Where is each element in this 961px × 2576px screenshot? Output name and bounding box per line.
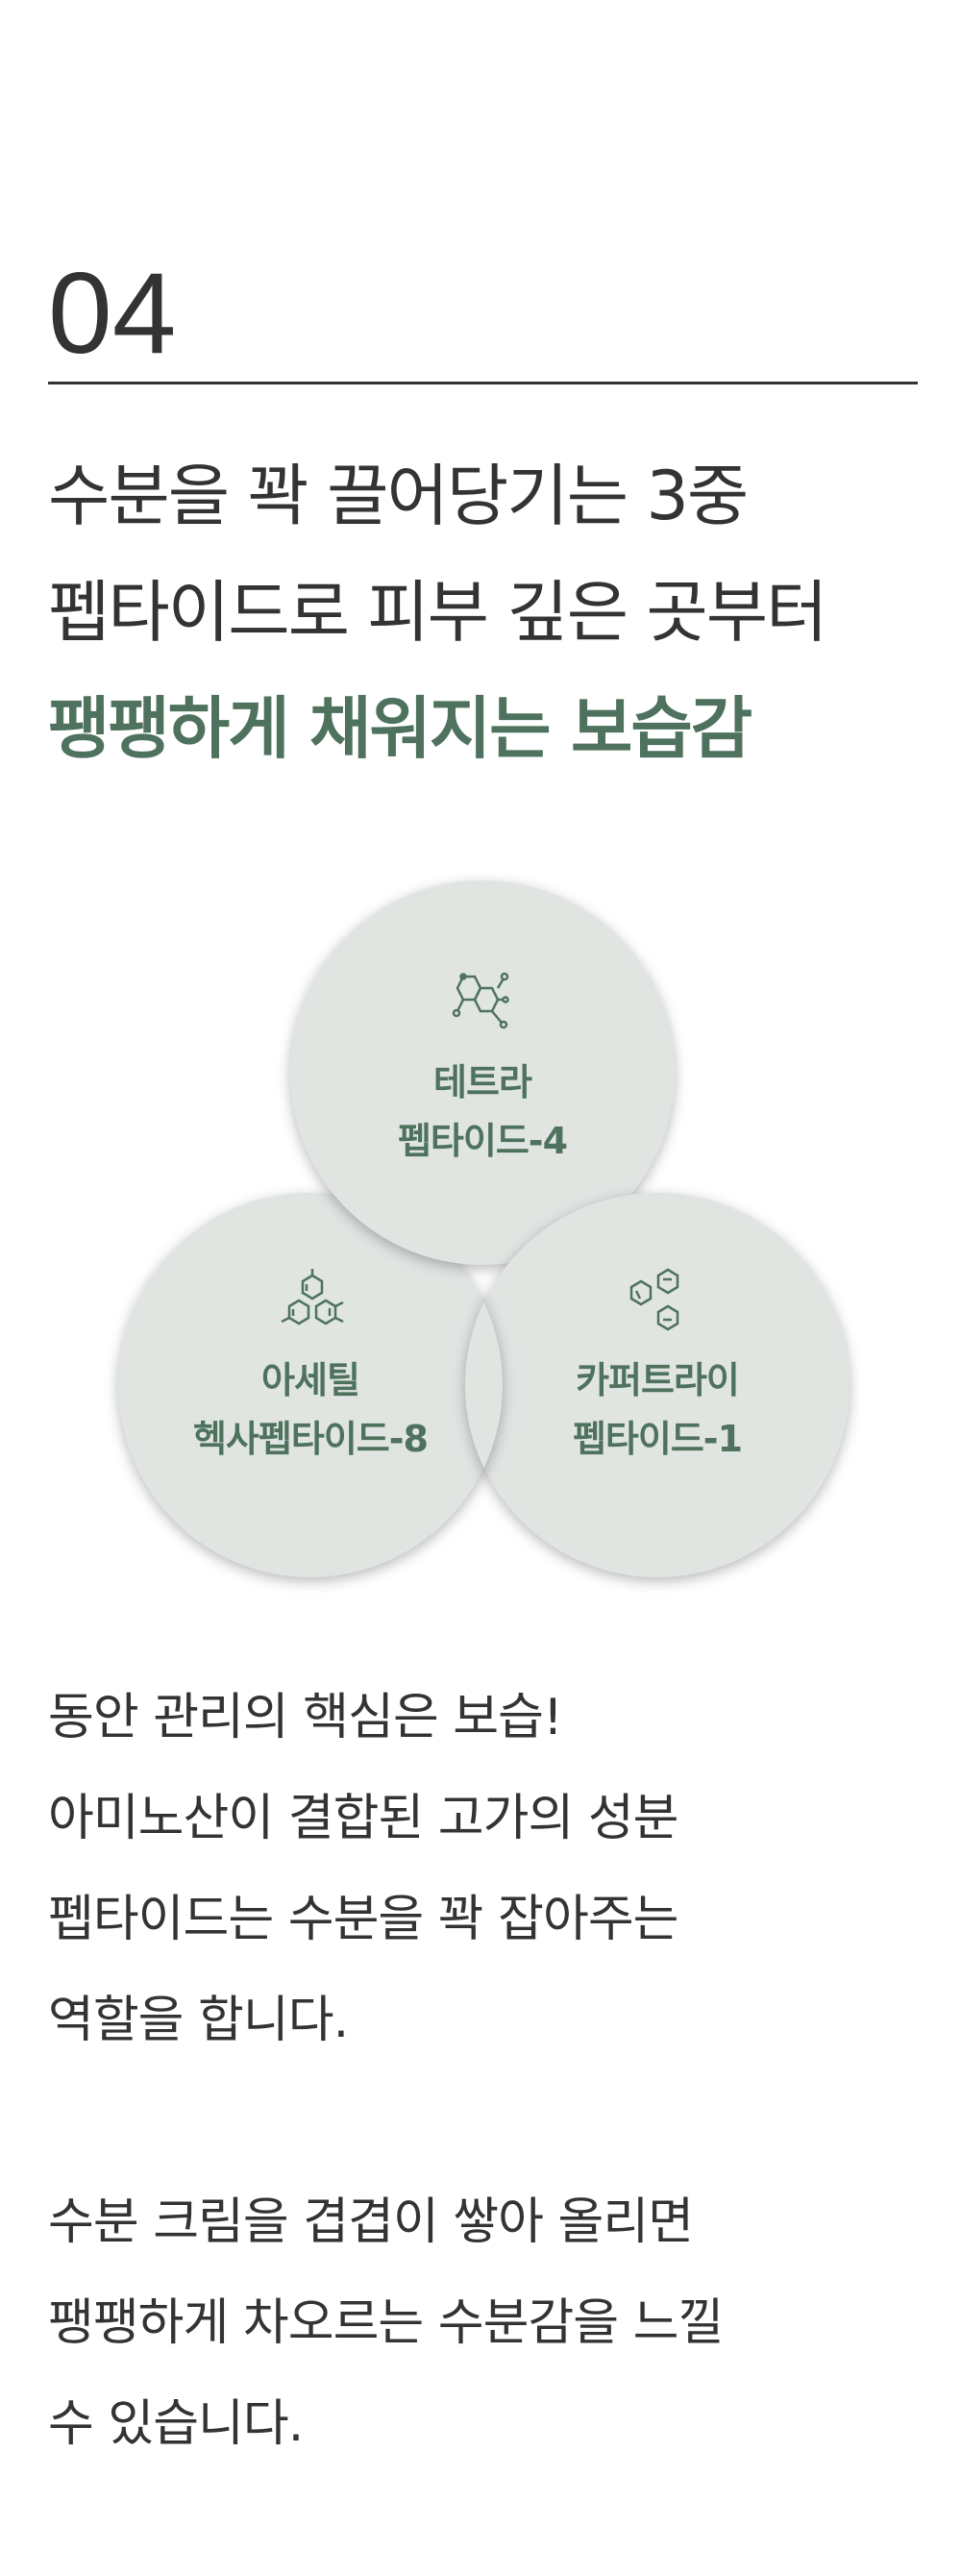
ingredient-name-line-1: 카퍼트라이	[576, 1359, 740, 1401]
ingredient-circle-tetrapeptide: 테트라 펩타이드-4	[290, 880, 675, 1265]
divider	[48, 382, 918, 384]
ingredient-name-line-2: 펩타이드-1	[572, 1418, 743, 1460]
headline-accent-line: 팽팽하게 채워지는 보습감	[48, 689, 752, 768]
description-line: 펩타이드는 수분을 꽉 잡아주는	[48, 1891, 679, 1948]
description-line: 수분 크림을 겹겹이 쌓아 올리면	[48, 2193, 694, 2251]
headline-line-2: 펩타이드로 피부 깊은 곳부터	[48, 573, 828, 652]
ingredient-label: 아세틸 헥사펩타이드-8	[118, 1351, 503, 1469]
headline-line-1: 수분을 꽉 끌어당기는 3중	[48, 457, 749, 535]
description-paragraph-1: 동안 관리의 핵심은 보습! 아미노산이 결합된 고가의 성분 펩타이드는 수분…	[48, 1668, 723, 2071]
description-paragraph-2: 수분 크림을 겹겹이 쌓아 올리면 팽팽하게 차오르는 수분감을 느낄 수 있습…	[48, 2172, 724, 2475]
description-line: 역할을 합니다.	[48, 1992, 349, 2049]
ingredient-name-line-2: 헥사펩타이드-8	[193, 1418, 429, 1460]
ingredient-circle-copper-tripeptide: 카퍼트라이 펩타이드-1	[465, 1193, 850, 1577]
molecule-icon	[452, 972, 509, 1029]
ingredient-label: 카퍼트라이 펩타이드-1	[465, 1351, 850, 1469]
description-line: 팽팽하게 차오르는 수분감을 느낄	[48, 2294, 724, 2352]
description-line: 동안 관리의 핵심은 보습!	[48, 1689, 563, 1746]
ingredient-name-line-2: 펩타이드-4	[397, 1120, 568, 1162]
description-line: 수 있습니다.	[48, 2395, 304, 2453]
description: 동안 관리의 핵심은 보습! 아미노산이 결합된 고가의 성분 펩타이드는 수분…	[48, 1668, 724, 2576]
benzene-rings-icon	[629, 1268, 679, 1331]
ingredient-name-line-1: 아세틸	[261, 1359, 360, 1401]
ingredient-name-line-1: 테트라	[433, 1061, 532, 1103]
description-line: 아미노산이 결합된 고가의 성분	[48, 1790, 679, 1847]
section-number: 04	[48, 249, 177, 378]
ingredient-label: 테트라 펩타이드-4	[290, 1053, 675, 1171]
triple-ring-molecule-icon	[281, 1269, 344, 1325]
headline: 수분을 꽉 끌어당기는 3중 펩타이드로 피부 깊은 곳부터 팽팽하게 채워지는…	[48, 438, 951, 787]
